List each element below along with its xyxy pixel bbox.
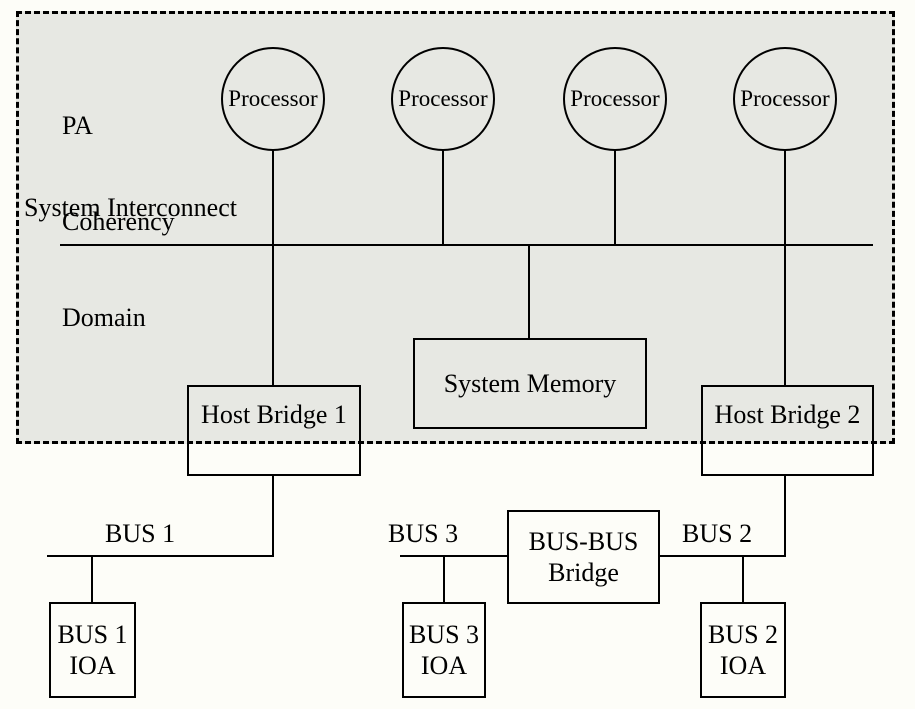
bus2-ioa-box: BUS 2 IOA bbox=[700, 602, 786, 698]
bus-bus-bridge-label-line-1: BUS-BUS bbox=[528, 527, 639, 556]
system-interconnect-label: System Interconnect bbox=[24, 193, 237, 222]
connector-bus1-ioa-line bbox=[91, 556, 93, 603]
pa-coherency-domain-label: PA Coherency Domain bbox=[62, 46, 175, 398]
domain-label-line-2: Coherency bbox=[62, 207, 175, 236]
bus1-label: BUS 1 bbox=[105, 519, 176, 548]
host-bridge-2-label: Host Bridge 2 bbox=[714, 400, 861, 429]
connector-processor3-interconnect-line bbox=[614, 150, 616, 246]
connector-bus2-ioa-line bbox=[742, 556, 744, 603]
bus1-ioa-label-line-1: BUS 1 bbox=[57, 620, 128, 649]
bus2-line bbox=[659, 555, 786, 557]
system-interconnect-line bbox=[60, 244, 873, 246]
processor-2-label: Processor bbox=[398, 86, 488, 111]
host-bridge-1-label: Host Bridge 1 bbox=[201, 400, 347, 429]
connector-bus3-ioa-line bbox=[443, 556, 445, 603]
connector-hostbridge2-bus2-line bbox=[784, 474, 786, 557]
bus-bus-bridge-label-line-2: Bridge bbox=[548, 558, 619, 587]
bus3-ioa-label-line-2: IOA bbox=[420, 651, 468, 680]
bus3-line bbox=[400, 555, 507, 557]
bus-bus-bridge-box: BUS-BUS Bridge bbox=[507, 510, 660, 604]
system-memory-label: System Memory bbox=[443, 369, 617, 398]
processor-node-1: Processor bbox=[221, 47, 325, 151]
connector-hostbridge1-bus1-line bbox=[272, 474, 274, 557]
system-memory-box: System Memory bbox=[413, 338, 647, 429]
connector-interconnect-memory-line bbox=[528, 245, 530, 339]
domain-label-line-3: Domain bbox=[62, 303, 146, 332]
bus3-ioa-label-line-1: BUS 3 bbox=[408, 620, 480, 649]
bus2-ioa-label-line-1: BUS 2 bbox=[707, 620, 779, 649]
processor-3-label: Processor bbox=[570, 86, 660, 111]
domain-label-line-1: PA bbox=[62, 111, 93, 140]
connector-processor1-hostbridge1-line bbox=[272, 150, 274, 386]
processor-node-4: Processor bbox=[733, 47, 837, 151]
host-bridge-2-box: Host Bridge 2 bbox=[701, 385, 874, 476]
connector-processor4-hostbridge2-line bbox=[784, 150, 786, 386]
bus1-ioa-box: BUS 1 IOA bbox=[49, 602, 136, 698]
bus3-ioa-box: BUS 3 IOA bbox=[402, 602, 486, 698]
processor-node-2: Processor bbox=[391, 47, 495, 151]
bus2-label: BUS 2 bbox=[682, 519, 753, 548]
processor-4-label: Processor bbox=[740, 86, 830, 111]
connector-processor2-interconnect-line bbox=[442, 150, 444, 246]
processor-node-3: Processor bbox=[563, 47, 667, 151]
processor-1-label: Processor bbox=[228, 86, 318, 111]
bus3-label: BUS 3 bbox=[388, 519, 459, 548]
host-bridge-1-box: Host Bridge 1 bbox=[187, 385, 361, 476]
bus1-line bbox=[47, 555, 274, 557]
bus2-ioa-label-line-2: IOA bbox=[719, 651, 767, 680]
bus1-ioa-label-line-2: IOA bbox=[69, 651, 116, 680]
